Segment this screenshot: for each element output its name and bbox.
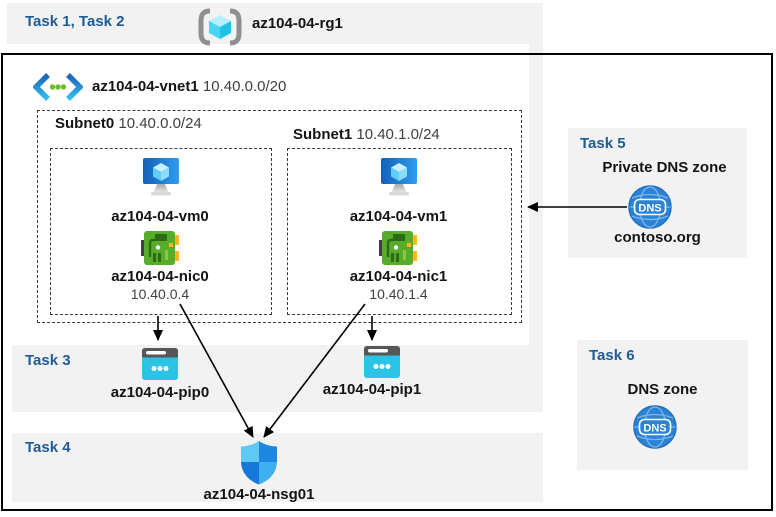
- subnet1-dashed-box: [287, 148, 512, 315]
- task12-band: Task 1, Task 2 az104-04-rg1: [7, 3, 543, 46]
- task3-label: Task 3: [25, 352, 71, 369]
- task6-box: Task 6 DNS zone DNS: [577, 340, 748, 470]
- vnet-name: az104-04-vnet1: [92, 78, 199, 95]
- private-dns-zone-title: Private DNS zone: [602, 159, 727, 176]
- pip0-icon: [142, 348, 178, 380]
- private-dns-icon-text: DNS: [638, 203, 661, 215]
- task3-band: Task 3: [12, 345, 543, 412]
- pip0-label: az104-04-pip0: [110, 384, 210, 401]
- vnet-title: az104-04-vnet1 10.40.0.0/20: [92, 78, 286, 95]
- subnet1-title: Subnet1 10.40.1.0/24: [293, 126, 440, 143]
- nic0-ip: 10.40.0.4: [130, 286, 190, 302]
- pip1-label: az104-04-pip1: [322, 381, 422, 398]
- resource-group-name: az104-04-rg1: [252, 15, 343, 32]
- subnet0-dashed-box: [50, 148, 272, 315]
- dns-zone-title: DNS zone: [627, 381, 698, 398]
- vm1-icon: [381, 158, 417, 196]
- diagram-border: [1, 53, 773, 511]
- subnet0-title: Subnet0 10.40.0.0/24: [55, 115, 202, 132]
- dns-zone-icon: DNS: [633, 405, 677, 449]
- private-dns-zone-name: contoso.org: [614, 229, 701, 246]
- nic1-label: az104-04-nic1: [349, 268, 448, 285]
- vm0-label: az104-04-vm0: [111, 208, 209, 225]
- nsg-shield-icon: [241, 441, 277, 485]
- nic1-icon: [379, 231, 417, 265]
- pip1-icon: [364, 346, 400, 378]
- subnet0-name: Subnet0: [55, 115, 115, 132]
- task5-label: Task 5: [580, 135, 626, 152]
- subnet0-cidr: 10.40.0.0/24: [118, 115, 202, 132]
- dns-icon-text: DNS: [643, 423, 666, 435]
- nic1-ip: 10.40.1.4: [369, 286, 428, 302]
- private-dns-zone-icon: DNS: [628, 185, 672, 229]
- right-gray-strip: [529, 44, 543, 345]
- virtual-network-icon: [33, 73, 83, 101]
- task4-label: Task 4: [25, 439, 71, 456]
- vm0-icon: [143, 158, 179, 196]
- task4-band: Task 4: [12, 433, 543, 502]
- subnet1-cidr: 10.40.1.0/24: [356, 126, 440, 143]
- nic0-label: az104-04-nic0: [111, 268, 209, 285]
- nsg-label: az104-04-nsg01: [203, 486, 315, 503]
- task12-label: Task 1, Task 2: [25, 13, 125, 30]
- vm1-label: az104-04-vm1: [349, 208, 448, 225]
- subnet1-name: Subnet1: [293, 126, 353, 143]
- vnet-cidr: 10.40.0.0/20: [202, 78, 287, 95]
- task5-box: Task 5 Private DNS zone DNS contoso.org: [568, 128, 747, 258]
- nic0-icon: [141, 231, 179, 265]
- resource-group-icon: [198, 8, 242, 46]
- task6-label: Task 6: [589, 347, 635, 364]
